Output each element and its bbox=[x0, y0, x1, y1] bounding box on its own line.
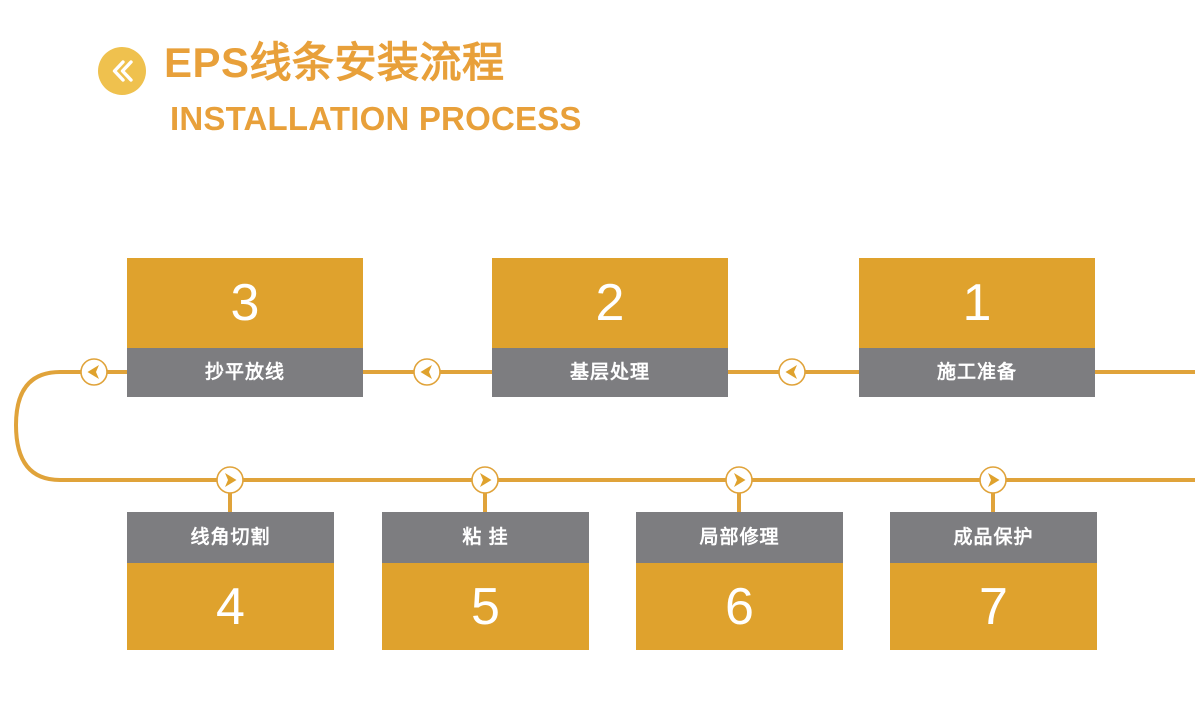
arrow-left-circle-icon bbox=[80, 358, 108, 386]
page-subtitle: INSTALLATION PROCESS bbox=[170, 100, 582, 137]
step-box-7[interactable]: 成品保护 7 bbox=[890, 512, 1097, 650]
arrow-right-circle-icon bbox=[471, 466, 499, 494]
step-box-1[interactable]: 1 施工准备 bbox=[859, 258, 1095, 397]
arrow-right-circle-icon bbox=[979, 466, 1007, 494]
step-number: 2 bbox=[492, 258, 728, 348]
step-box-3[interactable]: 3 抄平放线 bbox=[127, 258, 363, 397]
step-number: 5 bbox=[382, 563, 589, 650]
step-label: 抄平放线 bbox=[127, 348, 363, 397]
step-box-5[interactable]: 粘 挂 5 bbox=[382, 512, 589, 650]
step-number: 1 bbox=[859, 258, 1095, 348]
step-number: 4 bbox=[127, 563, 334, 650]
step-number: 7 bbox=[890, 563, 1097, 650]
arrow-right-circle-icon bbox=[725, 466, 753, 494]
step-label: 施工准备 bbox=[859, 348, 1095, 397]
step-label: 局部修理 bbox=[636, 512, 843, 563]
page-title: EPS线条安装流程 bbox=[164, 39, 505, 86]
step-box-6[interactable]: 局部修理 6 bbox=[636, 512, 843, 650]
step-label: 基层处理 bbox=[492, 348, 728, 397]
arrow-left-circle-icon bbox=[413, 358, 441, 386]
page-header: EPS线条安装流程 INSTALLATION PROCESS bbox=[98, 22, 798, 137]
step-label: 粘 挂 bbox=[382, 512, 589, 563]
arrow-left-circle-icon bbox=[778, 358, 806, 386]
step-label: 线角切割 bbox=[127, 512, 334, 563]
step-number: 6 bbox=[636, 563, 843, 650]
step-number: 3 bbox=[127, 258, 363, 348]
arrow-right-circle-icon bbox=[216, 466, 244, 494]
double-chevron-left-icon bbox=[98, 47, 146, 95]
step-box-4[interactable]: 线角切割 4 bbox=[127, 512, 334, 650]
step-label: 成品保护 bbox=[890, 512, 1097, 563]
step-box-2[interactable]: 2 基层处理 bbox=[492, 258, 728, 397]
